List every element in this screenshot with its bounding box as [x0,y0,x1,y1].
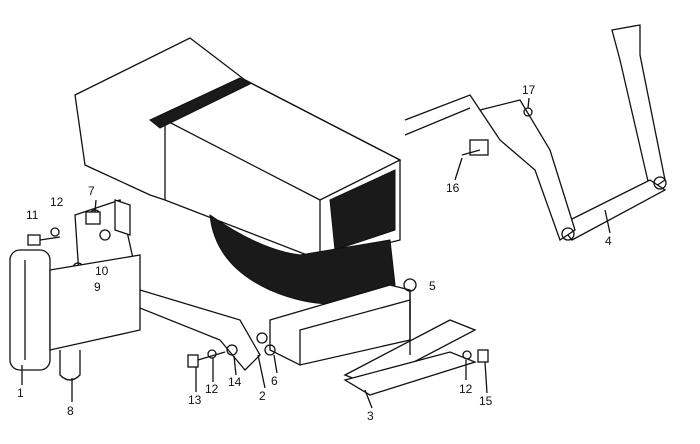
callout-12: 12 [205,382,219,396]
callout-17: 17 [522,83,536,97]
callout-13: 13 [188,393,202,407]
callout-11: 11 [26,208,39,222]
callout-16: 16 [446,181,460,195]
callout-12: 12 [459,382,473,396]
tow-frame [404,24,667,242]
callout-10: 10 [95,264,109,278]
callout-3: 3 [367,409,374,423]
callout-14: 14 [228,375,242,389]
callout-7: 7 [88,184,95,198]
hitch-plate [343,300,477,396]
callout-5: 5 [429,279,436,293]
callout-12: 12 [50,195,64,209]
hitch-pin [403,278,417,320]
callout-6: 6 [271,374,278,388]
callout-2: 2 [259,389,266,403]
grass-bag [74,37,402,305]
callout-15: 15 [479,394,493,408]
callout-8: 8 [67,404,74,418]
leader-lines [21,97,611,409]
callout-4: 4 [605,234,612,248]
callout-1: 1 [17,386,24,400]
bumper [9,249,141,371]
bottom-hardware [187,344,489,368]
left-hardware [27,211,101,246]
callout-9: 9 [94,280,101,294]
u-bolt [59,350,81,381]
